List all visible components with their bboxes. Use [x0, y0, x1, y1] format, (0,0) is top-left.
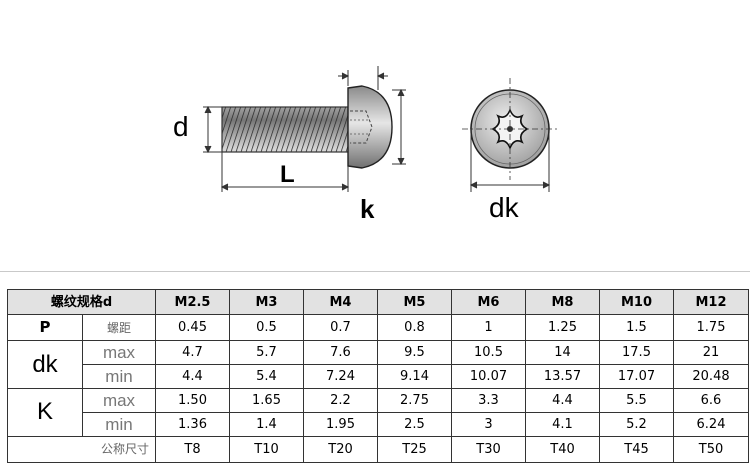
size-header: M2.5 — [155, 288, 230, 316]
table-cell: 0.7 — [303, 314, 378, 342]
table-cell: 4.4 — [525, 387, 600, 413]
length-label: L — [280, 161, 295, 188]
table-cell: 20.48 — [673, 364, 749, 389]
size-header: M4 — [303, 288, 378, 316]
table-cell: T20 — [303, 435, 378, 464]
dimension-lines-top — [469, 129, 551, 192]
table-cell: 5.5 — [599, 387, 674, 413]
dk-min-label: min — [82, 364, 156, 389]
table-cell: T25 — [377, 435, 452, 464]
table-cell: T45 — [599, 435, 674, 464]
table-cell: 13.57 — [525, 364, 600, 389]
size-header: M8 — [525, 288, 600, 316]
pitch-key: P — [7, 314, 83, 342]
k-min-row: min 1.36 1.4 1.95 2.5 3 4.1 5.2 6.24 — [8, 411, 749, 437]
table-cell: 1.25 — [525, 314, 600, 342]
size-header: M6 — [451, 288, 526, 316]
dk-key: dk — [7, 340, 83, 389]
k-max-label: max — [82, 387, 156, 413]
separator-line — [0, 271, 750, 272]
drive-label: 公称尺寸 — [7, 435, 156, 464]
screw-technical-drawing — [203, 66, 560, 192]
table-cell: 21 — [673, 340, 749, 366]
table-cell: 2.5 — [377, 411, 452, 437]
pitch-label: 螺距 — [82, 314, 156, 342]
table-cell: 1.65 — [229, 387, 304, 413]
table-cell: 4.4 — [155, 364, 230, 389]
table-cell: 17.5 — [599, 340, 674, 366]
table-cell: 1.75 — [673, 314, 749, 342]
table-cell: T40 — [525, 435, 600, 464]
table-cell: 0.8 — [377, 314, 452, 342]
dimension-lines-side — [203, 66, 406, 192]
table-cell: 10.5 — [451, 340, 526, 366]
table-cell: 3.3 — [451, 387, 526, 413]
table-cell: 14 — [525, 340, 600, 366]
table-cell: 7.24 — [303, 364, 378, 389]
head-diameter-label: dk — [489, 192, 519, 223]
table-cell: 1.4 — [229, 411, 304, 437]
size-header: M10 — [599, 288, 674, 316]
table-cell: 1.95 — [303, 411, 378, 437]
size-header: M3 — [229, 288, 304, 316]
head-height-label: k — [360, 194, 375, 224]
table-cell: 2.2 — [303, 387, 378, 413]
header-row: 螺纹规格d M2.5 M3 M4 M5 M6 M8 M10 M12 — [7, 288, 749, 316]
pitch-row: P 螺距 0.45 0.5 0.7 0.8 1 1.25 1.5 1.75 — [7, 314, 749, 342]
table-cell: 0.5 — [229, 314, 304, 342]
diameter-label: d — [173, 111, 189, 142]
k-max-row: K max 1.50 1.65 2.2 2.75 3.3 4.4 5.5 6.6 — [7, 387, 749, 437]
k-min-label: min — [82, 411, 156, 437]
table-cell: 4.1 — [525, 411, 600, 437]
table-cell: 10.07 — [451, 364, 526, 389]
drive-row: 公称尺寸 T8 T10 T20 T25 T30 T40 T45 T50 — [7, 435, 749, 464]
screw-side-view — [221, 85, 393, 169]
table-cell: 17.07 — [599, 364, 674, 389]
screw-top-view — [462, 78, 560, 180]
dk-max-label: max — [82, 340, 156, 366]
table-cell: 2.75 — [377, 387, 452, 413]
table-cell: 5.2 — [599, 411, 674, 437]
table-cell: 5.7 — [229, 340, 304, 366]
header-thread-spec: 螺纹规格d — [7, 288, 156, 316]
table-cell: 6.6 — [673, 387, 749, 413]
size-header: M12 — [673, 288, 749, 316]
table-cell: 4.7 — [155, 340, 230, 366]
table-cell: T10 — [229, 435, 304, 464]
size-header: M5 — [377, 288, 452, 316]
table-cell: 0.45 — [155, 314, 230, 342]
table-cell: 5.4 — [229, 364, 304, 389]
k-key: K — [7, 387, 83, 437]
table-cell: 9.5 — [377, 340, 452, 366]
table-cell: 3 — [451, 411, 526, 437]
table-cell: 1.50 — [155, 387, 230, 413]
table-cell: 1.5 — [599, 314, 674, 342]
table-cell: T50 — [673, 435, 749, 464]
table-cell: 1.36 — [155, 411, 230, 437]
dk-min-row: min 4.4 5.4 7.24 9.14 10.07 13.57 17.07 … — [8, 364, 749, 389]
dk-max-row: dk max 4.7 5.7 7.6 9.5 10.5 14 17.5 21 — [7, 340, 749, 389]
table-cell: 1 — [451, 314, 526, 342]
spec-table: 螺纹规格d M2.5 M3 M4 M5 M6 M8 M10 M12 P 螺距 0… — [7, 288, 749, 464]
table-cell: 9.14 — [377, 364, 452, 389]
table-cell: T30 — [451, 435, 526, 464]
table-cell: T8 — [155, 435, 230, 464]
table-cell: 6.24 — [673, 411, 749, 437]
table-cell: 7.6 — [303, 340, 378, 366]
